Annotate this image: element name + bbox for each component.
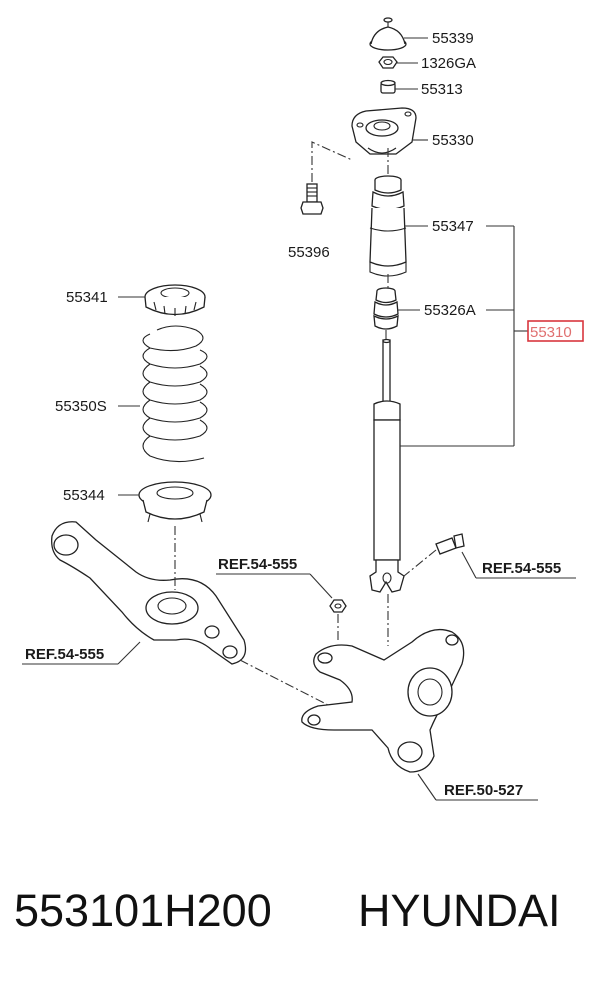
dust-boot-55347: [369, 175, 407, 277]
part-number: 553101H200: [14, 885, 272, 936]
lower-arm: [51, 521, 247, 665]
label-55347: 55347: [432, 218, 474, 235]
label-55326A: 55326A: [424, 302, 476, 319]
highlight-box-55310: [527, 320, 584, 342]
caption: 553101H200 HYUNDAI: [0, 885, 600, 955]
ref-arm-label: REF.54-555: [25, 646, 104, 663]
dust-cap-55339: [369, 17, 407, 51]
label-55313: 55313: [421, 81, 463, 98]
ref-knuckle-label: REF.50-527: [444, 782, 523, 799]
label-55310[interactable]: 55310: [530, 324, 572, 341]
bolt-upper-right: [435, 533, 465, 555]
coil-spring-55350S: [142, 325, 208, 463]
brand-name: HYUNDAI: [358, 885, 561, 936]
label-55350S: 55350S: [55, 398, 107, 415]
label-55341: 55341: [66, 289, 108, 306]
nut-lower: [329, 599, 347, 613]
label-55339: 55339: [432, 30, 474, 47]
bolt-55396: [300, 183, 324, 215]
label-1326GA: 1326GA: [421, 55, 476, 72]
label-55344: 55344: [63, 487, 105, 504]
mount-55330: [351, 107, 417, 155]
bump-stop-55326A: [373, 287, 399, 330]
ref-bolt-top-label: REF.54-555: [218, 556, 297, 573]
washer-55313: [380, 79, 396, 94]
spring-pad-55341: [144, 284, 206, 316]
knuckle: [301, 628, 465, 773]
ref-bolt-right-label: REF.54-555: [482, 560, 561, 577]
nut-1326GA: [378, 56, 398, 69]
label-55396: 55396: [288, 244, 330, 261]
lower-seat-55344: [138, 481, 212, 523]
shock-absorber-55310: [369, 338, 405, 593]
label-55330: 55330: [432, 132, 474, 149]
